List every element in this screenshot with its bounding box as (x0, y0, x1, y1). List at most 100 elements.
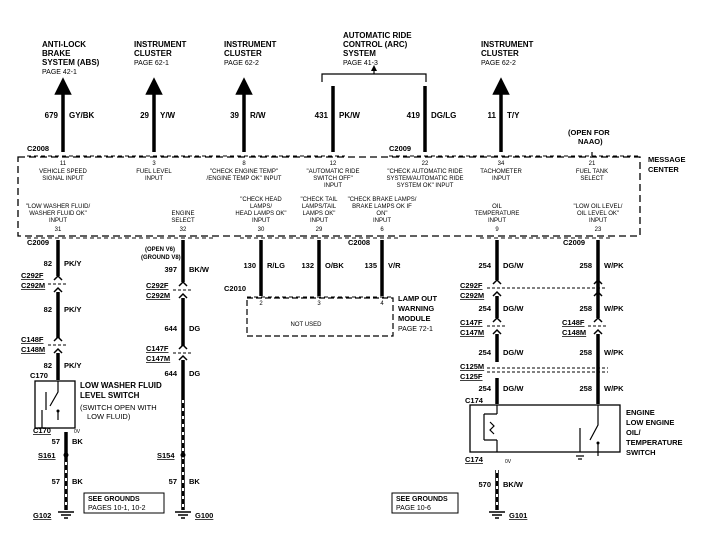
lamp-out-module-box (246, 297, 394, 337)
cluster1-label-2: CLUSTER (134, 49, 172, 58)
r-c-top: C125M (460, 362, 484, 371)
pin-12-desc-3: INPUT (324, 183, 342, 189)
pin-29-desc-3: LAMPS OK" (303, 211, 336, 217)
lamp-pin-4: 4 (380, 301, 384, 307)
w57b-circuit: 57 (52, 477, 60, 486)
mid-a-bottom: C292M (146, 291, 170, 300)
pin-30-desc-2: LAMPS/ (250, 204, 272, 210)
washer-switch-title-2: LEVEL SWITCH (80, 391, 140, 400)
inline-left-a-arrow (53, 274, 63, 293)
pin-21-desc-2: SELECT (580, 176, 604, 182)
w644a-circuit: 644 (164, 324, 177, 333)
left-b-bottom: C148M (21, 345, 45, 354)
w130-circuit: 130 (243, 261, 256, 270)
w57c-color: BK (189, 477, 200, 486)
lamp-pin-3: 3 (317, 301, 321, 307)
arc-page: PAGE 41-3 (343, 60, 378, 67)
w644b-circuit: 644 (164, 369, 177, 378)
cluster1-page: PAGE 62-1 (134, 60, 169, 67)
open-note-2: NAAO) (578, 137, 603, 146)
cluster3-label-2: CLUSTER (481, 49, 519, 58)
cluster1-label-1: INSTRUMENT (134, 40, 187, 49)
wire-431-circuit: 431 (315, 111, 329, 120)
inline-r-b-arrow (492, 316, 603, 335)
w135-color: V/R (388, 261, 401, 270)
splice-s154-dot (180, 452, 186, 458)
w254a-circuit: 254 (478, 261, 491, 270)
washer-switch-box (34, 380, 76, 429)
w57a-circuit: 57 (52, 437, 60, 446)
pin-23-desc-3: INPUT (589, 218, 607, 224)
arc-label-3: SYSTEM (343, 49, 376, 58)
w258a-circuit: 258 (579, 261, 592, 270)
pin-30-desc-3: HEAD LAMPS OK" (235, 211, 286, 217)
left-a-bottom: C292M (21, 281, 45, 290)
washer-switch-title-1: LOW WASHER FLUID (80, 381, 162, 390)
connector-c2009-top: C2009 (389, 144, 411, 153)
pin-30-desc-4: INPUT (252, 218, 270, 224)
c170-voltage: 0V (74, 429, 81, 435)
inline-mid-b-arrow (178, 343, 188, 361)
pin-29: 29 (316, 227, 323, 233)
mid-b-bottom: C147M (146, 354, 170, 363)
message-center-label-2: CENTER (648, 165, 679, 174)
rr-b-bottom: C148M (562, 328, 586, 337)
arc-label-2: CONTROL (ARC) (343, 40, 408, 49)
w258d-color: W/PK (604, 384, 624, 393)
washer-switch-note-1: (SWITCH OPEN WITH (80, 403, 157, 412)
ground-g100-symbol (175, 511, 191, 519)
grounds-note-left-1: SEE GROUNDS (88, 496, 140, 503)
arc-label-1: AUTOMATIC RIDE (343, 31, 412, 40)
wire-29-circuit: 29 (140, 111, 149, 120)
pin-34-desc-2: INPUT (492, 176, 510, 182)
pin-31-desc-2: WASHER FLUID OK" (29, 211, 87, 217)
left-a-top: C292F (21, 271, 44, 280)
w258c-color: W/PK (604, 348, 624, 357)
ground-g102: G102 (33, 511, 51, 520)
inline-left-b-arrow (53, 335, 63, 354)
pin-23-desc-2: OIL LEVEL OK" (577, 211, 619, 217)
wire-679-circuit: 679 (45, 111, 59, 120)
pin-34-desc-1: TACHOMETER (480, 169, 522, 175)
mid-b-top: C147F (146, 344, 169, 353)
grounds-note-left-2: PAGES 10-1, 10-2 (88, 505, 146, 512)
pin-21-desc-1: FUEL TANK (576, 169, 608, 175)
ground-g101: G101 (509, 511, 527, 520)
washer-switch-contact (56, 409, 60, 413)
cluster3-page: PAGE 62-2 (481, 60, 516, 67)
pin-29-desc-2: LAMPS/TAIL (302, 204, 337, 210)
pin-9-desc-2: TEMPERATURE (475, 211, 520, 217)
open-ground-note-2: (GROUND V8) (141, 255, 181, 261)
ground-g101-symbol (489, 511, 505, 519)
pin-8-desc-1: "CHECK ENGINE TEMP" (210, 169, 278, 175)
w82b-color: PK/Y (64, 305, 82, 314)
pin-11-desc-2: SIGNAL INPUT (42, 176, 84, 182)
pin-23: 23 (595, 227, 602, 233)
wire-419-circuit: 419 (407, 111, 421, 120)
mid-a-top: C292F (146, 281, 169, 290)
w254d-color: DG/W (503, 384, 524, 393)
grounds-note-right-2: PAGE 10-6 (396, 505, 431, 512)
ground-g100: G100 (195, 511, 213, 520)
w254c-color: DG/W (503, 348, 524, 357)
wire-39-circuit: 39 (230, 111, 239, 120)
wire-11-color: T/Y (507, 111, 520, 120)
pin-22-desc-1: "CHECK AUTOMATIC RIDE (387, 169, 462, 175)
pin-31-desc-3: INPUT (49, 218, 67, 224)
splice-s161: S161 (38, 451, 56, 460)
open-ground-note-1: (OPEN V6) (145, 247, 175, 253)
w82b-circuit: 82 (44, 305, 52, 314)
r-b-top: C147F (460, 318, 483, 327)
w82c-circuit: 82 (44, 361, 52, 370)
cluster2-label-1: INSTRUMENT (224, 40, 277, 49)
w57a-color: BK (72, 437, 83, 446)
w254c-circuit: 254 (478, 348, 491, 357)
grounds-note-right-box (391, 492, 459, 514)
w254b-color: DG/W (503, 304, 524, 313)
lamp-out-title-1: LAMP OUT (398, 294, 437, 303)
message-center-box (17, 156, 641, 237)
w644a-color: DG (189, 324, 200, 333)
wire-39-color: R/W (250, 111, 266, 120)
pin-29-desc-1: "CHECK TAIL (301, 197, 339, 203)
ground-g102-symbol (58, 511, 74, 519)
